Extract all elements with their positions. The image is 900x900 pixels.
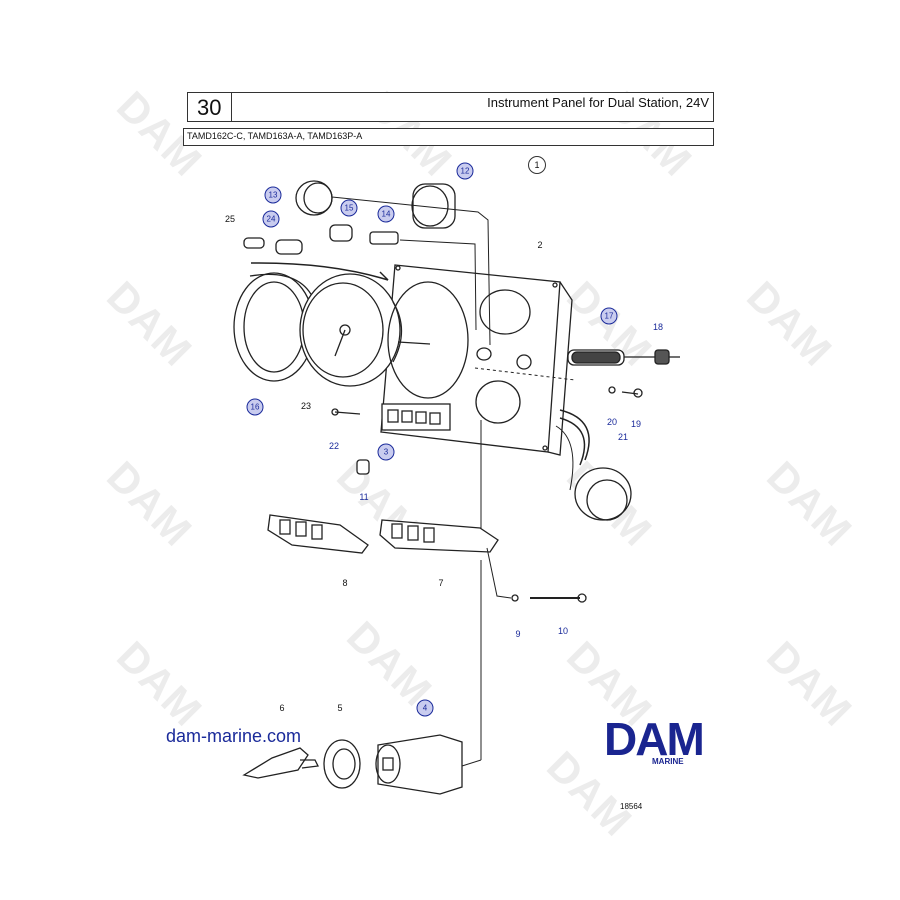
- key: [242, 747, 309, 779]
- callout-9: 9: [515, 629, 521, 639]
- switch-panel: [267, 514, 369, 554]
- callout-12: 12: [456, 162, 474, 180]
- callout-2: 2: [537, 240, 543, 250]
- callout-8: 8: [342, 578, 348, 588]
- callout-13: 13: [264, 186, 282, 204]
- callout-21: 21: [617, 432, 629, 442]
- callout-19: 19: [630, 419, 642, 429]
- callout-20: 20: [606, 417, 618, 427]
- callout-7: 7: [438, 578, 444, 588]
- title-box: Instrument Panel for Dual Station, 24V: [231, 92, 714, 122]
- model-list: TAMD162C-C, TAMD163A-A, TAMD163P-A: [187, 131, 363, 141]
- panel-hole-large: [475, 380, 521, 424]
- page-number: 30: [197, 95, 222, 120]
- ignition-switch: [377, 734, 463, 795]
- callout-11: 11: [359, 492, 369, 502]
- figure-reference: 18564: [620, 802, 643, 811]
- website-link[interactable]: dam-marine.com: [166, 726, 302, 746]
- callout-18: 18: [652, 322, 664, 332]
- panel-hole-small: [516, 354, 532, 370]
- page-title: Instrument Panel for Dual Station, 24V: [487, 95, 709, 110]
- callout-4: 4: [416, 699, 434, 717]
- callout-14: 14: [377, 205, 395, 223]
- callout-16: 16: [246, 398, 264, 416]
- callout-10: 10: [557, 626, 569, 636]
- callout-6: 6: [279, 703, 285, 713]
- dam-logo: DAM: [604, 713, 705, 765]
- callout-17: 17: [600, 307, 618, 325]
- callout-1: 1: [528, 156, 546, 174]
- panel-hole-large: [479, 289, 531, 335]
- dam-logo-subtitle: MARINE: [652, 757, 684, 766]
- callout-24: 24: [262, 210, 280, 228]
- models-box: TAMD162C-C, TAMD163A-A, TAMD163P-A: [183, 128, 714, 146]
- callout-15: 15: [340, 199, 358, 217]
- callout-5: 5: [337, 703, 343, 713]
- switch-panel: [379, 519, 499, 553]
- page-number-box: 30: [187, 92, 233, 122]
- callout-23: 23: [300, 401, 312, 411]
- panel-hole-small: [476, 347, 492, 361]
- callout-25: 25: [224, 214, 236, 224]
- callout-22: 22: [328, 441, 340, 451]
- callout-3: 3: [377, 443, 395, 461]
